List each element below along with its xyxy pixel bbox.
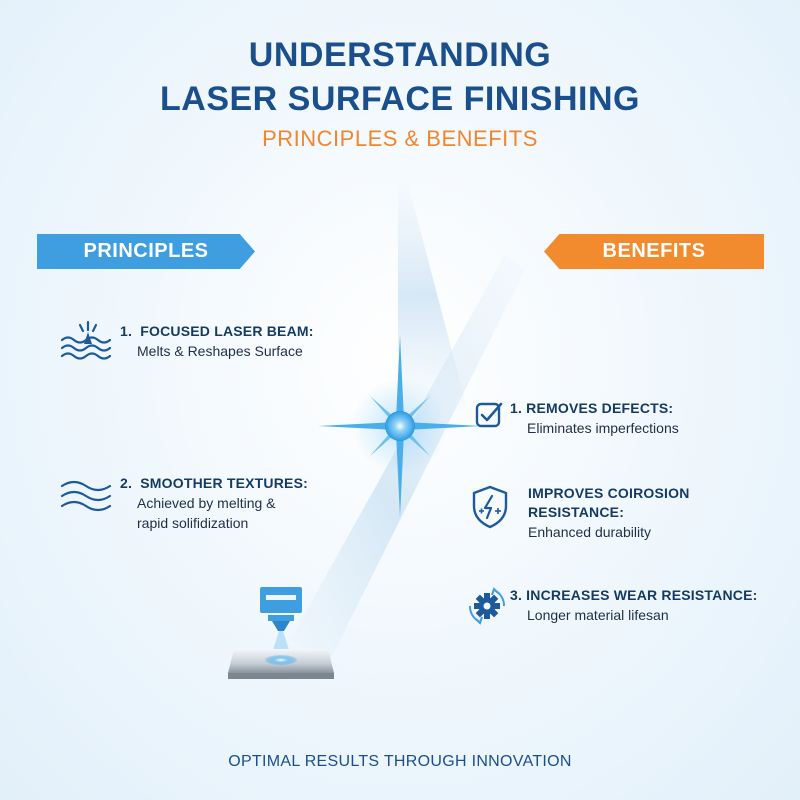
benefit-2-heading-line2: RESISTANCE: [528, 504, 625, 520]
benefit-1-heading: REMOVES DEFECTS: [526, 400, 674, 416]
principle-item-1: 1. FOCUSED LASER BEAM: Melts & Reshapes … [120, 322, 314, 361]
benefit-1-number: 1. [510, 400, 523, 416]
wave-lines-icon [60, 480, 112, 512]
benefits-label: BENEFITS [602, 240, 706, 262]
star-orb [385, 411, 415, 441]
benefit-item-2: IMPROVES COIROSION RESISTANCE: Enhanced … [528, 484, 690, 542]
benefit-2-heading-line1: IMPROVES COIROSION [528, 485, 690, 501]
checkbox-icon [475, 402, 503, 428]
principle-2-description-line1: Achieved by melting & [137, 495, 276, 511]
benefit-2-description: Enhanced durability [528, 524, 651, 540]
principle-item-2: 2. SMOOTHER TEXTURES: Achieved by meltin… [120, 474, 308, 533]
principles-banner: PRINCIPLES [37, 234, 255, 269]
laser-waves-icon [60, 320, 112, 360]
benefit-3-heading: INCREASES WEAR RESISTANCE: [526, 587, 758, 603]
principle-2-description-line2: rapid solifidization [137, 515, 249, 531]
benefit-item-1: 1. REMOVES DEFECTS: Eliminates imperfect… [510, 399, 679, 438]
principle-1-number: 1. [120, 323, 133, 339]
principle-2-number: 2. [120, 475, 133, 491]
benefit-3-number: 3. [510, 587, 523, 603]
shield-icon [472, 485, 508, 529]
principle-1-heading: FOCUSED LASER BEAM: [140, 323, 314, 339]
principles-label: PRINCIPLES [83, 240, 209, 262]
laser-machine-icon [228, 587, 334, 679]
benefit-1-description: Eliminates imperfections [527, 420, 679, 436]
page-subtitle: PRINCIPLES & BENEFITS [262, 126, 538, 151]
page-title-line2: LASER SURFACE FINISHING [160, 80, 640, 118]
page-title-line1: UNDERSTANDING [248, 36, 552, 74]
principle-2-heading: SMOOTHER TEXTURES: [140, 475, 308, 491]
footer-tagline: OPTIMAL RESULTS THROUGH INNOVATION [228, 753, 572, 770]
benefit-item-3: 3. INCREASES WEAR RESISTANCE: Longer mat… [510, 586, 757, 625]
benefit-3-description: Longer material lifesan [527, 607, 669, 623]
benefits-banner: BENEFITS [544, 234, 764, 269]
principle-1-description: Melts & Reshapes Surface [137, 343, 303, 359]
gear-cycle-icon [468, 587, 506, 625]
